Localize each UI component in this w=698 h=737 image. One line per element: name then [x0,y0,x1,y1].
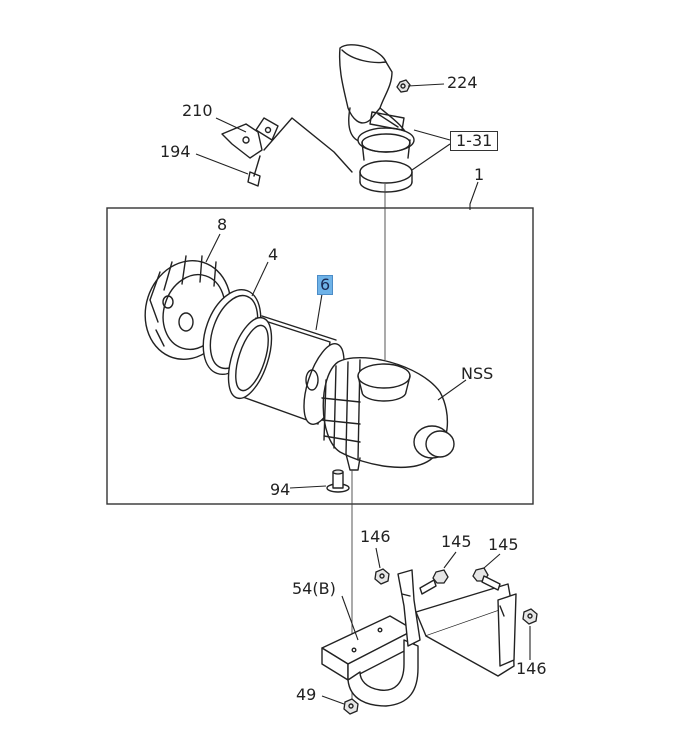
bolt-145-left [419,569,449,595]
callout-224: 224 [447,73,478,92]
callout-8: 8 [217,215,228,234]
assembly-box [106,207,534,505]
nut-224 [396,79,411,93]
callout-4: 4 [268,245,279,264]
leader-lines [195,83,531,705]
intake-duct [338,44,415,193]
callout-145-left: 145 [441,532,472,551]
callout-nss: NSS [461,364,494,383]
filter-element-6 [227,315,345,425]
nut-146-right [522,608,538,625]
callout-210: 210 [182,101,213,120]
nut-146-left [374,568,390,585]
housing-nss [321,356,455,471]
callout-194: 194 [160,142,191,161]
bolt-145-right [472,567,501,591]
callout-146-left: 146 [360,527,391,546]
callout-1: 1 [474,165,485,184]
callout-6-highlighted[interactable]: 6 [317,275,334,295]
callout-49: 49 [296,685,317,704]
callout-145-right: 145 [488,535,519,554]
callout-54b: 54(B) [292,579,336,598]
bolt-94 [326,469,350,493]
callout-146-right: 146 [516,659,547,678]
bracket-210 [221,117,353,187]
nut-49 [343,698,359,715]
bracket-54b [321,569,517,707]
callout-94: 94 [270,480,291,499]
callout-1-31: 1-31 [450,131,499,151]
